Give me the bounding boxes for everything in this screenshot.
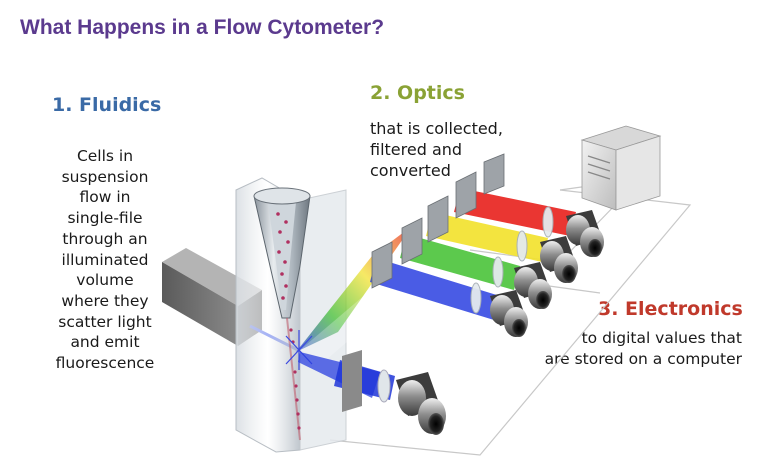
- page-title: What Happens in a Flow Cytometer?: [20, 16, 385, 39]
- fluidics-line: through an: [62, 229, 148, 248]
- photodetector: [566, 210, 604, 257]
- optics-line: converted: [370, 161, 451, 180]
- fluidics-heading: 1. Fluidics: [52, 94, 162, 116]
- electronics-line: are stored on a computer: [544, 350, 742, 368]
- photodetector: [514, 262, 552, 309]
- electronics-description: to digital values that are stored on a c…: [512, 328, 742, 370]
- fluidics-line: illuminated: [61, 250, 149, 269]
- photodetector: [540, 236, 578, 283]
- fluidics-line: volume: [76, 271, 134, 290]
- photodetector: [396, 372, 446, 435]
- fluidics-line: and emit: [70, 333, 140, 352]
- green-beam: [400, 234, 520, 290]
- filter-lower: [342, 350, 362, 412]
- fluidics-line: fluorescence: [55, 354, 155, 373]
- optics-line: filtered and: [370, 140, 463, 159]
- electronics-heading: 3. Electronics: [598, 298, 743, 320]
- computer-tower: [580, 125, 662, 211]
- fluidics-description: Cells in suspension flow in single-file …: [40, 146, 170, 374]
- photodetector: [490, 290, 528, 337]
- fluidics-line: suspension: [61, 167, 149, 186]
- fluidics-line: flow in: [79, 188, 131, 207]
- fluidics-line: single-file: [67, 209, 143, 228]
- electronics-line: to digital values that: [581, 329, 742, 347]
- lens: [470, 206, 554, 314]
- fluidics-line: where they: [61, 291, 149, 310]
- optics-line: that is collected,: [370, 119, 503, 138]
- optics-description: that is collected, filtered and converte…: [370, 118, 570, 181]
- flow-cell-nozzle: [253, 187, 311, 319]
- blue-beam: [370, 258, 500, 320]
- fluidics-line: scatter light: [58, 312, 152, 331]
- dichroic-mirror: [371, 153, 505, 289]
- optics-heading: 2. Optics: [370, 82, 465, 104]
- lens: [377, 369, 391, 403]
- fluidics-line: Cells in: [76, 147, 134, 165]
